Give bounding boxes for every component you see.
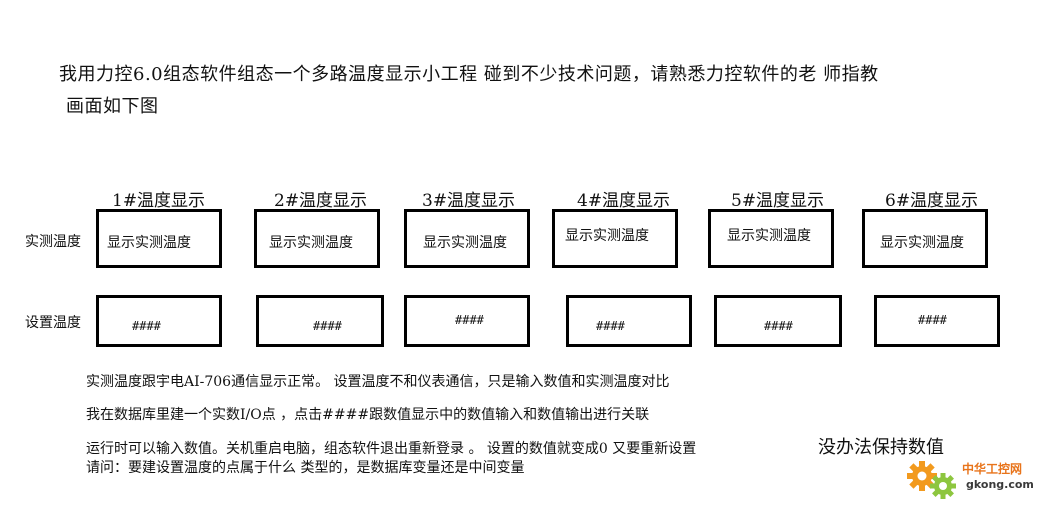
setpoint-value[interactable]: #### bbox=[455, 313, 484, 327]
actual-temp-display-5: 显示实测温度 bbox=[708, 209, 834, 268]
channel-title-4: 4#温度显示 bbox=[577, 191, 671, 211]
channel-title-3: 3#温度显示 bbox=[422, 191, 516, 211]
setpoint-input-4[interactable]: #### bbox=[566, 295, 692, 347]
logo-cn-text: 中华工控网 bbox=[962, 462, 1023, 476]
channel-title-2: 2#温度显示 bbox=[274, 191, 368, 211]
note-line-4: 请问：要建设置温度的点属于什么 类型的，是数据库变量还是中间变量 bbox=[86, 460, 525, 476]
row-label-setpoint: 设置温度 bbox=[25, 315, 81, 331]
setpoint-input-3[interactable]: #### bbox=[404, 295, 530, 347]
actual-temp-display-3: 显示实测温度 bbox=[404, 209, 530, 268]
channel-title-5: 5#温度显示 bbox=[731, 191, 825, 211]
setpoint-value[interactable]: #### bbox=[764, 319, 793, 333]
actual-temp-text: 显示实测温度 bbox=[880, 235, 964, 251]
gkong-logo: 中华工控网 gkong.com bbox=[906, 454, 1036, 504]
intro-line-2: 画面如下图 bbox=[66, 96, 159, 117]
setpoint-input-2[interactable]: #### bbox=[256, 295, 384, 347]
actual-temp-display-1: 显示实测温度 bbox=[96, 209, 222, 268]
gear-icon bbox=[907, 461, 956, 499]
actual-temp-text: 显示实测温度 bbox=[107, 235, 191, 251]
actual-temp-display-6: 显示实测温度 bbox=[862, 209, 988, 268]
actual-temp-text: 显示实测温度 bbox=[269, 235, 353, 251]
setpoint-value[interactable]: #### bbox=[596, 319, 625, 333]
intro-line-1: 我用力控6.0组态软件组态一个多路温度显示小工程 碰到不少技术问题，请熟悉力控软… bbox=[59, 64, 879, 85]
setpoint-input-6[interactable]: #### bbox=[874, 295, 1000, 347]
setpoint-value[interactable]: #### bbox=[132, 319, 161, 333]
actual-temp-display-2: 显示实测温度 bbox=[254, 209, 380, 268]
note-line-2: 我在数据库里建一个实数I/O点 ，点击####跟数值显示中的数值输入和数值输出进… bbox=[86, 407, 650, 423]
row-label-actual: 实测温度 bbox=[25, 234, 81, 250]
note-line-3: 运行时可以输入数值。关机重启电脑，组态软件退出重新登录 。 设置的数值就变成0 … bbox=[86, 441, 697, 457]
channel-title-6: 6#温度显示 bbox=[885, 191, 979, 211]
actual-temp-display-4: 显示实测温度 bbox=[552, 209, 678, 268]
setpoint-value[interactable]: #### bbox=[313, 319, 342, 333]
setpoint-input-5[interactable]: #### bbox=[714, 295, 842, 347]
note-line-1: 实测温度跟宇电AI-706通信显示正常。 设置温度不和仪表通信，只是输入数值和实… bbox=[86, 374, 670, 390]
channel-title-1: 1#温度显示 bbox=[112, 191, 206, 211]
logo-url-text: gkong.com bbox=[966, 478, 1034, 491]
setpoint-input-1[interactable]: #### bbox=[96, 295, 222, 347]
setpoint-value[interactable]: #### bbox=[918, 313, 947, 327]
actual-temp-text: 显示实测温度 bbox=[423, 235, 507, 251]
note-line-3-emphasis: 没办法保持数值 bbox=[818, 437, 944, 458]
actual-temp-text: 显示实测温度 bbox=[727, 228, 811, 244]
actual-temp-text: 显示实测温度 bbox=[565, 228, 649, 244]
